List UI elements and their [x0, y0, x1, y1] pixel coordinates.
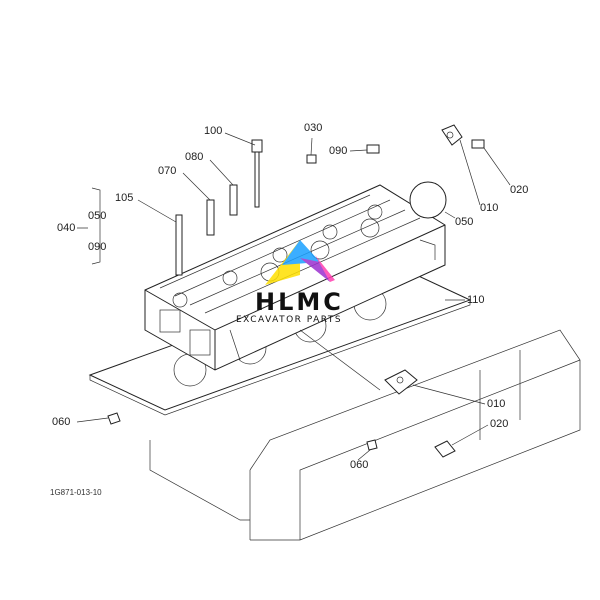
part-label-050-seal: 050 [455, 216, 474, 228]
watermark-brand: HLMC [255, 288, 344, 316]
engine-block [149, 329, 581, 541]
part-label-030: 030 [304, 122, 323, 134]
part-label-090-kit: 090 [88, 241, 107, 253]
part-label-105: 105 [115, 192, 134, 204]
part-label-040: 040 [57, 222, 76, 234]
watermark-logo [265, 240, 335, 285]
part-label-060: 060 [52, 416, 71, 428]
part-label-090: 090 [329, 145, 348, 157]
part-label-070: 070 [158, 165, 177, 177]
part-label-020: 020 [510, 184, 529, 196]
part-label-010: 010 [480, 202, 499, 214]
part-label-010-lower: 010 [487, 398, 506, 410]
watermark-tagline: EXCAVATOR PARTS [236, 315, 343, 325]
part-label-110: 110 [467, 294, 485, 306]
part-label-050: 050 [88, 210, 107, 222]
part-label-100: 100 [204, 125, 223, 137]
bolts [107, 124, 485, 458]
part-label-060-lower: 060 [350, 459, 369, 471]
leader-lines [76, 132, 511, 461]
cylinder-head [144, 184, 446, 371]
part-label-080: 080 [185, 151, 204, 163]
drawing-code: 1G871-013-10 [50, 488, 102, 497]
part-label-020-lower: 020 [490, 418, 509, 430]
